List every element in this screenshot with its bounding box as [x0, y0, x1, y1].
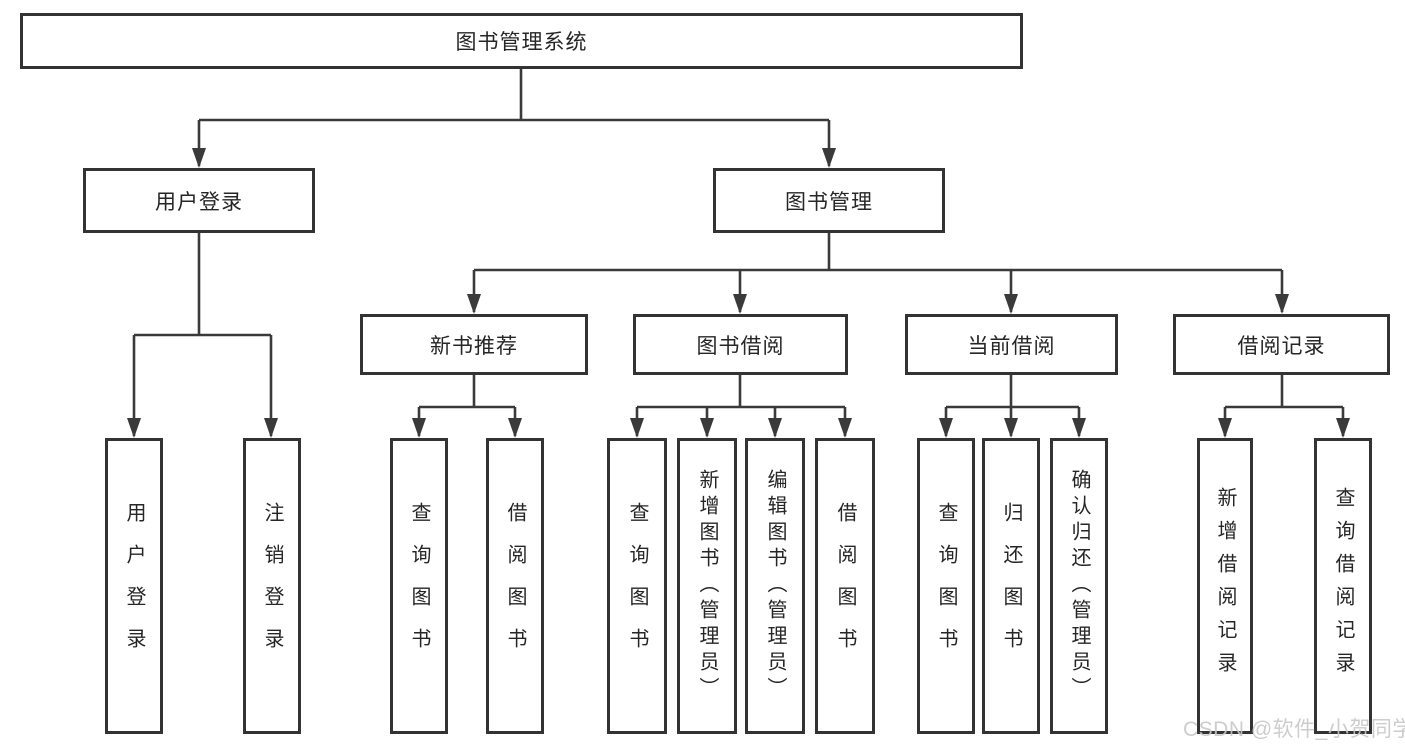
leaf-label: 借阅图书 — [834, 502, 856, 670]
node-current-borrow: 当前借阅 — [905, 314, 1118, 375]
leaf-label: 查询图书 — [626, 502, 648, 670]
leaf-return-books: 归还图书 — [982, 438, 1040, 734]
node-current-borrow-label: 当前借阅 — [967, 334, 1056, 358]
leaf-query-books-current: 查询图书 — [917, 438, 975, 734]
node-user-login-label: 用户登录 — [155, 190, 243, 214]
leaf-borrow-books: 借阅图书 — [815, 438, 875, 734]
leaf-confirm-return-admin: 确认归还（管理员） — [1050, 438, 1108, 734]
node-book-borrow-label: 图书借阅 — [696, 334, 785, 358]
leaf-borrow-books-recommend: 借阅图书 — [486, 438, 544, 734]
leaf-label: 查询借阅记录 — [1332, 487, 1354, 685]
leaf-query-books-recommend: 查询图书 — [390, 438, 448, 734]
node-root: 图书管理系统 — [20, 13, 1023, 69]
node-book-borrow: 图书借阅 — [633, 314, 848, 375]
leaf-add-books-admin: 新增图书（管理员） — [677, 438, 737, 734]
leaf-query-books-borrow: 查询图书 — [607, 438, 667, 734]
leaf-label: 归还图书 — [1000, 502, 1022, 670]
leaf-user-login-label: 用户登录 — [123, 502, 145, 670]
leaf-label: 新增借阅记录 — [1214, 487, 1236, 685]
leaf-label: 确认归还（管理员） — [1068, 469, 1090, 703]
leaf-label: 编辑图书（管理员） — [764, 469, 786, 703]
node-borrow-records-label: 借阅记录 — [1237, 334, 1326, 358]
leaf-user-login: 用户登录 — [105, 438, 163, 734]
leaf-logout-label: 注销登录 — [261, 502, 283, 670]
leaf-label: 新增图书（管理员） — [696, 469, 718, 703]
node-new-book-recommend-label: 新书推荐 — [430, 334, 518, 358]
node-user-login: 用户登录 — [83, 168, 315, 233]
node-book-management: 图书管理 — [713, 168, 945, 233]
leaf-logout: 注销登录 — [243, 438, 301, 734]
csdn-watermark: CSDN @软件_小贺同学 — [1183, 718, 1405, 741]
leaf-label: 借阅图书 — [504, 502, 526, 670]
node-root-label: 图书管理系统 — [455, 31, 588, 54]
leaf-add-borrow-record: 新增借阅记录 — [1197, 438, 1253, 734]
tree-edges — [132, 69, 1345, 436]
node-new-book-recommend: 新书推荐 — [360, 314, 588, 375]
leaf-label: 查询图书 — [408, 502, 430, 670]
node-book-management-label: 图书管理 — [785, 190, 873, 214]
leaf-edit-books-admin: 编辑图书（管理员） — [745, 438, 805, 734]
arrowhead-icons — [127, 148, 1350, 438]
leaf-label: 查询图书 — [935, 502, 957, 670]
node-borrow-records: 借阅记录 — [1173, 314, 1390, 375]
leaf-query-borrow-record: 查询借阅记录 — [1314, 438, 1372, 734]
